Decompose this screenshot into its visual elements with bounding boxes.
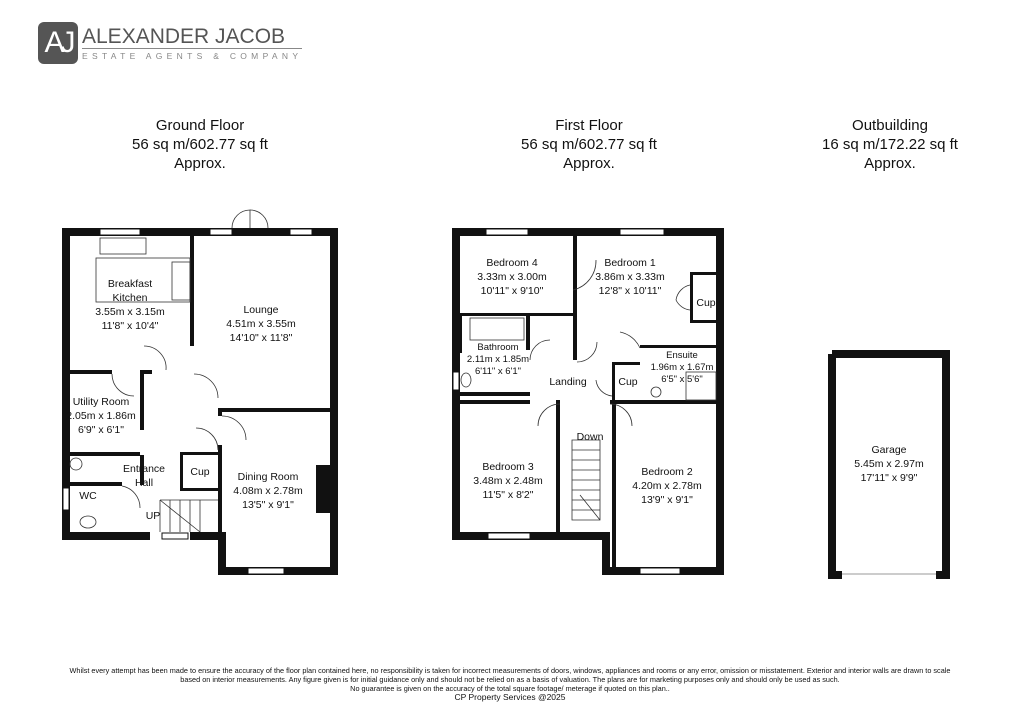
room-cup-landing: Cup	[618, 376, 637, 388]
svg-text:Utility Room: Utility Room	[73, 396, 130, 408]
svg-text:5.45m x 2.97m: 5.45m x 2.97m	[854, 458, 924, 470]
svg-text:14'10" x 11'8": 14'10" x 11'8"	[230, 332, 293, 344]
svg-text:13'5" x 9'1": 13'5" x 9'1"	[242, 499, 294, 511]
disclaimer: Whilst every attempt has been made to en…	[69, 666, 951, 702]
svg-text:17'11" x 9'9": 17'11" x 9'9"	[861, 472, 918, 484]
svg-text:6'11" x 6'1": 6'11" x 6'1"	[475, 366, 521, 377]
svg-text:Bedroom 4: Bedroom 4	[486, 257, 538, 269]
room-dining: Dining Room 4.08m x 2.78m 13'5" x 9'1"	[233, 471, 303, 511]
svg-text:3.33m x 3.00m: 3.33m x 3.00m	[477, 271, 547, 283]
room-wc: WC	[79, 490, 97, 502]
svg-text:3.48m x 2.48m: 3.48m x 2.48m	[473, 475, 543, 487]
svg-text:Ensuite: Ensuite	[666, 350, 698, 361]
first-floor-windows	[452, 228, 681, 575]
svg-text:11'5" x 8'2": 11'5" x 8'2"	[483, 489, 534, 501]
room-cup-ground: Cup	[190, 466, 209, 478]
room-entrance-hall: Entrance Hall	[123, 463, 165, 489]
svg-text:4.51m x 3.55m: 4.51m x 3.55m	[226, 318, 296, 330]
room-bedroom-2: Bedroom 2 4.20m x 2.78m 13'9" x 9'1"	[632, 466, 702, 506]
ground-floor-doors-fixtures	[69, 209, 269, 533]
svg-text:13'9" x 9'1": 13'9" x 9'1"	[641, 494, 693, 506]
logo-name: ALEXANDER JACOB	[82, 25, 303, 49]
first-floor-doors-fixtures	[460, 259, 717, 521]
svg-text:Bedroom 2: Bedroom 2	[641, 466, 693, 478]
svg-text:2.05m x 1.86m: 2.05m x 1.86m	[66, 410, 136, 422]
svg-text:Lounge: Lounge	[243, 304, 278, 316]
svg-text:Dining Room: Dining Room	[238, 471, 299, 483]
svg-text:6'9" x 6'1": 6'9" x 6'1"	[78, 424, 124, 436]
svg-text:2.11m x 1.85m: 2.11m x 1.85m	[467, 354, 529, 365]
room-bedroom-1: Bedroom 1 3.86m x 3.33m 12'8" x 10'11"	[595, 257, 665, 297]
svg-text:12'8" x 10'11": 12'8" x 10'11"	[599, 285, 662, 297]
logo-tagline: ESTATE AGENTS & COMPANY	[82, 50, 303, 61]
room-breakfast-kitchen: Breakfast Kitchen 3.55m x 3.15m 11'8" x …	[95, 278, 165, 332]
svg-text:Bathroom: Bathroom	[477, 342, 518, 353]
svg-text:Bedroom 1: Bedroom 1	[604, 257, 656, 269]
svg-text:Bedroom 3: Bedroom 3	[482, 461, 534, 473]
svg-text:3.86m x 3.33m: 3.86m x 3.33m	[595, 271, 665, 283]
stairs-up-label: UP	[146, 510, 161, 522]
room-bedroom-4: Bedroom 4 3.33m x 3.00m 10'11" x 9'10"	[477, 257, 547, 297]
room-lounge: Lounge 4.51m x 3.55m 14'10" x 11'8"	[226, 304, 296, 344]
logo-mark: AJ	[38, 22, 78, 64]
company-logo: AJ ALEXANDER JACOB ESTATE AGENTS & COMPA…	[38, 22, 303, 64]
svg-text:10'11" x 9'10": 10'11" x 9'10"	[481, 285, 544, 297]
svg-text:11'8" x 10'4": 11'8" x 10'4"	[102, 320, 159, 332]
svg-text:Entrance: Entrance	[123, 463, 165, 475]
svg-text:Hall: Hall	[135, 477, 153, 489]
svg-text:6'5" x 5'6": 6'5" x 5'6"	[661, 374, 703, 385]
svg-text:3.55m x 3.15m: 3.55m x 3.15m	[95, 306, 165, 318]
room-ensuite: Ensuite 1.96m x 1.67m 6'5" x 5'6"	[651, 350, 714, 385]
room-cup-bedroom1: Cup	[696, 297, 715, 309]
room-landing: Landing	[549, 376, 587, 388]
garage-walls	[828, 350, 950, 579]
room-utility: Utility Room 2.05m x 1.86m 6'9" x 6'1"	[66, 396, 136, 436]
svg-text:1.96m x 1.67m: 1.96m x 1.67m	[651, 362, 714, 373]
svg-text:Breakfast: Breakfast	[108, 278, 152, 290]
room-bathroom: Bathroom 2.11m x 1.85m 6'11" x 6'1"	[467, 342, 529, 377]
ground-floor-windows	[62, 228, 313, 575]
stairs-down-label: Down	[577, 431, 604, 443]
svg-text:4.20m x 2.78m: 4.20m x 2.78m	[632, 480, 702, 492]
room-garage: Garage 5.45m x 2.97m 17'11" x 9'9"	[854, 444, 924, 484]
room-bedroom-3: Bedroom 3 3.48m x 2.48m 11'5" x 8'2"	[473, 461, 543, 501]
svg-text:4.08m x 2.78m: 4.08m x 2.78m	[233, 485, 303, 497]
svg-text:Garage: Garage	[871, 444, 906, 456]
svg-text:Kitchen: Kitchen	[112, 292, 147, 304]
